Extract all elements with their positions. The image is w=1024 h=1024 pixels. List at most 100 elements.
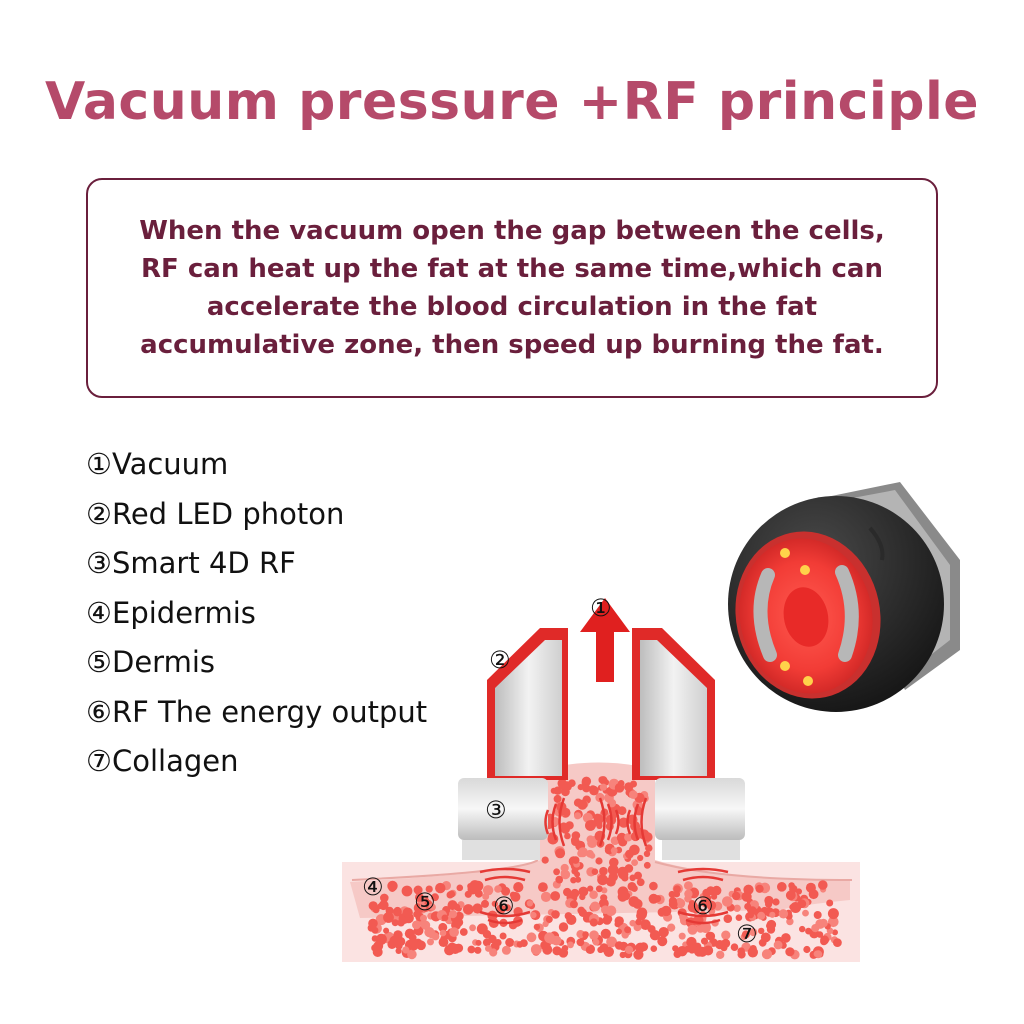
cell xyxy=(545,915,553,923)
cell xyxy=(464,890,472,898)
cell xyxy=(459,928,468,936)
cell xyxy=(419,903,427,911)
cell xyxy=(574,876,582,883)
cell xyxy=(649,881,658,891)
cell xyxy=(672,945,679,952)
cell xyxy=(735,914,743,921)
cell xyxy=(686,936,697,948)
cell xyxy=(609,857,619,868)
cell xyxy=(587,838,597,848)
cell xyxy=(558,922,569,932)
cell xyxy=(744,903,752,910)
description-line-4: accumulative zone, then speed up burning… xyxy=(140,330,884,360)
cell xyxy=(617,780,625,787)
description-line-1: When the vacuum open the gap between the… xyxy=(139,216,885,246)
cell xyxy=(668,896,678,906)
cell xyxy=(595,857,603,865)
cell xyxy=(799,925,806,933)
cell xyxy=(721,930,731,940)
cell xyxy=(634,871,642,880)
cell xyxy=(766,922,773,930)
cell xyxy=(395,947,402,955)
cell xyxy=(450,943,461,955)
cell xyxy=(501,886,511,896)
cell xyxy=(697,946,708,957)
cell xyxy=(629,790,638,799)
cell xyxy=(380,893,389,903)
cell xyxy=(564,912,573,920)
cell xyxy=(760,932,771,943)
cell xyxy=(608,872,618,882)
cell xyxy=(550,891,561,901)
cell xyxy=(624,926,632,934)
cell xyxy=(723,914,733,923)
cell xyxy=(789,884,798,894)
cell xyxy=(589,852,596,859)
cell xyxy=(551,910,560,919)
cell xyxy=(538,882,548,892)
cell xyxy=(371,926,379,934)
cell xyxy=(581,784,589,792)
cell xyxy=(577,799,588,810)
cell xyxy=(578,908,588,917)
cell xyxy=(716,950,725,959)
cell xyxy=(747,947,758,958)
cell xyxy=(627,882,637,891)
cell xyxy=(401,885,413,897)
cell xyxy=(570,888,580,898)
cell xyxy=(602,915,612,925)
cell xyxy=(402,946,410,954)
description-line-2: RF can heat up the fat at the same time,… xyxy=(141,254,883,284)
cell xyxy=(590,901,601,912)
cell xyxy=(467,945,476,954)
cell xyxy=(485,945,492,952)
cell xyxy=(657,936,668,947)
cell xyxy=(696,924,705,933)
cell xyxy=(438,922,448,932)
cell xyxy=(673,885,681,893)
cell xyxy=(643,861,651,869)
cell xyxy=(599,776,608,785)
cell xyxy=(494,939,502,947)
cell xyxy=(678,932,686,940)
cell xyxy=(624,833,633,842)
cell xyxy=(803,945,811,954)
cell xyxy=(569,900,578,909)
cell xyxy=(625,945,634,955)
cell xyxy=(582,931,589,938)
legend-item-dermis: ⑤Dermis xyxy=(86,645,215,679)
cell xyxy=(391,919,399,927)
cell xyxy=(592,938,600,946)
cell xyxy=(617,806,627,816)
cell xyxy=(427,938,434,946)
cell xyxy=(404,928,415,939)
cell xyxy=(617,891,628,902)
cell xyxy=(827,908,839,920)
cell xyxy=(431,893,439,902)
cell xyxy=(758,927,765,935)
cell xyxy=(509,891,517,899)
cell xyxy=(578,886,589,897)
cell xyxy=(633,923,642,932)
cell xyxy=(706,931,716,941)
marker-collagen: ⑦ xyxy=(736,920,758,948)
cell xyxy=(658,927,669,938)
cell xyxy=(571,856,580,864)
cell xyxy=(818,880,828,890)
cell xyxy=(375,933,387,945)
cell xyxy=(585,946,594,954)
cell xyxy=(576,930,585,939)
cell xyxy=(600,894,608,902)
skin-layers xyxy=(342,762,860,962)
cell xyxy=(781,933,791,943)
cell xyxy=(589,785,597,793)
cell xyxy=(491,900,498,907)
cell xyxy=(565,821,574,830)
cell xyxy=(472,903,483,914)
cell xyxy=(415,893,424,902)
cell xyxy=(772,898,780,906)
cell xyxy=(635,918,642,926)
cell xyxy=(425,885,433,893)
cell xyxy=(614,916,624,926)
cell xyxy=(570,877,577,884)
